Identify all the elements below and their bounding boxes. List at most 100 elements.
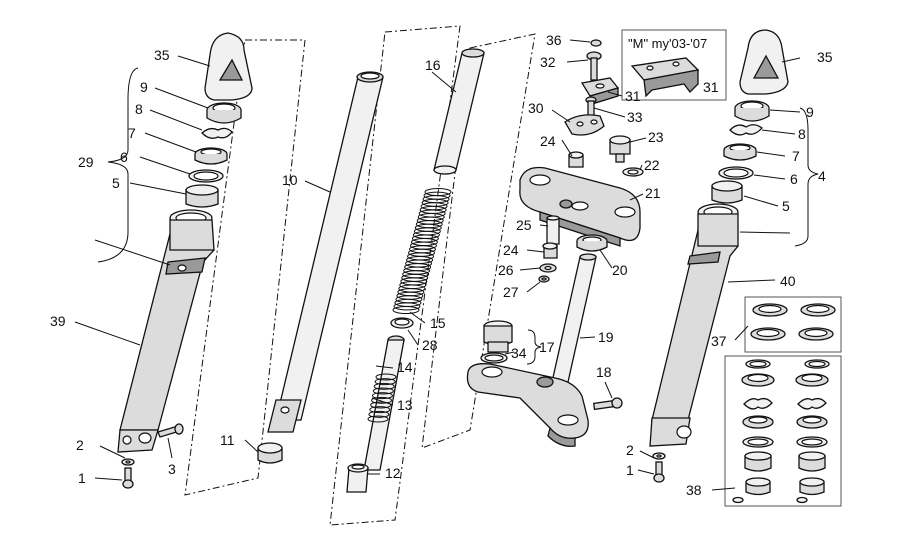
screw-1-left	[121, 458, 135, 489]
kit-box-37	[744, 296, 842, 353]
label-6-left: 6	[120, 149, 128, 165]
bolt-23	[609, 135, 631, 163]
label-39: 39	[50, 313, 66, 329]
ring-7-left	[194, 147, 228, 165]
label-9-right: 9	[806, 104, 814, 120]
left-fork-slider	[117, 209, 215, 453]
leader-lines	[74, 39, 801, 491]
label-38: 38	[686, 482, 702, 498]
label-1-left: 1	[78, 470, 86, 486]
inset-title: "M" my'03-'07	[628, 36, 707, 51]
damper-rod-14	[363, 335, 405, 471]
lower-triple-clamp	[466, 363, 589, 447]
label-10: 10	[282, 172, 298, 188]
label-8-right: 8	[798, 126, 806, 142]
label-28: 28	[422, 337, 438, 353]
label-5-right: 5	[782, 198, 790, 214]
screw-33	[585, 96, 597, 120]
plug-34	[483, 320, 513, 353]
spring-13	[367, 373, 397, 423]
clip-8-left	[201, 127, 233, 139]
label-17: 17	[539, 339, 555, 355]
label-21: 21	[645, 185, 661, 201]
frame-middle	[329, 25, 461, 526]
ring-7-right	[723, 143, 757, 161]
label-19: 19	[598, 329, 614, 345]
label-37: 37	[711, 333, 727, 349]
fork-stanchion-10	[267, 71, 384, 433]
label-29: 29	[78, 154, 94, 170]
label-26: 26	[498, 262, 514, 278]
screw-32	[586, 51, 602, 81]
nut-27	[538, 275, 550, 283]
ring-28	[390, 317, 414, 329]
label-30: 30	[528, 100, 544, 116]
bolt-3	[157, 423, 184, 438]
seal-9-right	[734, 100, 770, 122]
washer-6-left	[188, 169, 224, 183]
label-4: 4	[818, 168, 826, 184]
label-35-left: 35	[154, 47, 170, 63]
kit-box-38	[724, 355, 842, 507]
label-22: 22	[644, 157, 660, 173]
clip-8-right	[729, 124, 763, 136]
tube-16	[433, 48, 485, 175]
label-35-right: 35	[817, 49, 833, 65]
label-7-left: 7	[128, 125, 136, 141]
frame-left	[184, 39, 306, 496]
label-8-left: 8	[135, 101, 143, 117]
label-15: 15	[430, 315, 446, 331]
label-6-right: 6	[790, 171, 798, 187]
bracket-17	[526, 329, 542, 365]
label-27: 27	[503, 284, 519, 300]
label-40: 40	[780, 273, 796, 289]
label-3: 3	[168, 461, 176, 477]
label-12: 12	[385, 465, 401, 481]
right-fork-slider-40	[649, 203, 739, 447]
pin-25	[546, 215, 560, 245]
nut-36	[590, 39, 602, 47]
bracket-29	[97, 67, 139, 263]
washer-26	[539, 263, 557, 273]
label-34: 34	[511, 345, 527, 361]
bushing-24-upper	[568, 151, 584, 168]
label-33: 33	[627, 109, 643, 125]
label-9-left: 9	[140, 79, 148, 95]
label-14: 14	[397, 359, 413, 375]
label-23: 23	[648, 129, 664, 145]
label-20: 20	[612, 262, 628, 278]
top-cap-35-left	[204, 32, 253, 101]
inset-box-31: "M" my'03-'07	[621, 29, 727, 101]
label-7-right: 7	[792, 148, 800, 164]
label-18: 18	[596, 364, 612, 380]
bolt-18	[592, 397, 623, 411]
label-25: 25	[516, 217, 532, 233]
label-36: 36	[546, 32, 562, 48]
upper-triple-clamp-21	[519, 166, 641, 247]
label-16: 16	[425, 57, 441, 73]
label-2-right: 2	[626, 442, 634, 458]
bushing-5-right	[711, 180, 743, 204]
screw-1-right	[652, 452, 666, 483]
bushing-12	[346, 463, 369, 493]
washer-22	[622, 167, 644, 177]
bushing-5-left	[185, 184, 219, 208]
label-11: 11	[220, 432, 235, 448]
o-ring-17	[480, 352, 508, 364]
label-31-inset: 31	[703, 79, 719, 95]
label-13: 13	[397, 397, 413, 413]
steering-stem-19	[551, 253, 597, 383]
label-24-lower: 24	[503, 242, 519, 258]
part-labels: 35 9 8 7 6 29 5 39 2 1 3 10 11 12 13 14 …	[50, 32, 833, 498]
label-5-left: 5	[112, 175, 120, 191]
label-32: 32	[540, 54, 556, 70]
seal-9-left	[206, 102, 242, 124]
label-24-upper: 24	[540, 133, 556, 149]
plate-30	[564, 114, 605, 136]
frame-right	[421, 33, 536, 449]
label-31-main: 31	[625, 88, 641, 104]
bracket-4	[794, 107, 819, 247]
label-1-right: 1	[626, 462, 634, 478]
